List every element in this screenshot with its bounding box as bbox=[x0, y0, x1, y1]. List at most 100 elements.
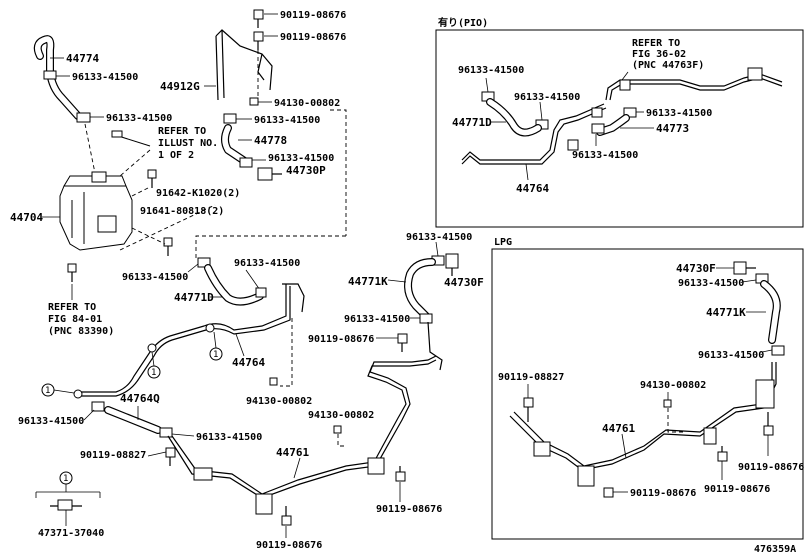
svg-text:1: 1 bbox=[45, 386, 50, 396]
reservoir-tank bbox=[59, 171, 133, 251]
ref-illust-2: ILLUST NO. bbox=[158, 138, 218, 149]
part-label: 90119-08676 bbox=[280, 32, 346, 43]
bolt-lower-1 bbox=[281, 506, 292, 526]
part-label: 96133-41500 bbox=[698, 350, 764, 361]
clip-47371 bbox=[50, 499, 82, 511]
lpg-hose-44771k bbox=[760, 280, 781, 344]
hose-44764q bbox=[104, 406, 162, 434]
svg-text:1: 1 bbox=[63, 474, 68, 484]
pio-inset-frame bbox=[435, 29, 804, 228]
lpg-bolt-90119-c bbox=[717, 446, 728, 462]
bolt-91641 bbox=[163, 237, 173, 256]
pio-ref-2: FIG 36-02 bbox=[632, 49, 686, 60]
clamp-upper-left bbox=[43, 70, 57, 80]
clamp-96133-e bbox=[197, 257, 211, 268]
part-label: 44912G bbox=[160, 80, 200, 93]
clamp-44778 bbox=[223, 113, 237, 124]
lpg-inset-label: LPG bbox=[494, 237, 512, 248]
bracket-main-1 bbox=[193, 467, 213, 481]
part-label: 91641-80818(2) bbox=[140, 206, 224, 217]
part-label: 96133-41500 bbox=[344, 314, 410, 325]
part-label: 44764 bbox=[516, 182, 549, 195]
clamp-96133-h bbox=[159, 427, 173, 438]
part-label: 44704 bbox=[10, 211, 43, 224]
bolt-90119-m1 bbox=[397, 333, 408, 352]
callout-1-b: 1 bbox=[209, 331, 223, 361]
pio-clamp-b bbox=[623, 107, 637, 118]
part-label: 91642-K1020(2) bbox=[156, 188, 240, 199]
part-label: 44771K bbox=[706, 306, 746, 319]
part-label: 96133-41500 bbox=[458, 65, 524, 76]
part-label: 44774 bbox=[66, 52, 99, 65]
part-label: 90119-08676 bbox=[280, 10, 346, 21]
part-label: 44764 bbox=[232, 356, 265, 369]
hose-44771d-main bbox=[204, 264, 264, 306]
lpg-inset-frame bbox=[491, 248, 804, 540]
ref-fig84-3: (PNC 83390) bbox=[48, 326, 114, 337]
part-label: 44761 bbox=[276, 446, 309, 459]
bolt-top-2 bbox=[253, 31, 264, 50]
clamp-96133-d bbox=[239, 157, 253, 168]
pipe-44764 bbox=[78, 283, 305, 397]
clamp-96133-g bbox=[91, 401, 105, 412]
pio-hose-44773 bbox=[596, 114, 630, 136]
bolt-tank-bottom bbox=[67, 263, 77, 282]
part-label: 44771K bbox=[348, 275, 388, 288]
part-label: 90119-08676 bbox=[738, 462, 804, 473]
part-label: 90119-08676 bbox=[376, 504, 442, 515]
ref-fig84-1: REFER TO bbox=[48, 302, 96, 313]
svg-text:1: 1 bbox=[151, 368, 156, 378]
hose-44771k-main bbox=[404, 258, 436, 322]
part-label: 94130-00802 bbox=[246, 396, 312, 407]
bolt-lower-2 bbox=[395, 466, 406, 482]
lpg-bolt-90119-a bbox=[523, 397, 534, 422]
pio-inset-label: 有り(PIO) bbox=[438, 16, 488, 29]
clamp-96133-j bbox=[419, 313, 433, 324]
lpg-bolt-90119-d bbox=[763, 412, 774, 436]
part-label: 90119-08827 bbox=[498, 372, 564, 383]
bracket-main-2 bbox=[255, 493, 273, 515]
part-label: 47371-37040 bbox=[38, 528, 104, 539]
part-label: 96133-41500 bbox=[678, 278, 744, 289]
lpg-bolt-90119-b bbox=[603, 487, 614, 498]
part-label: 96133-41500 bbox=[234, 258, 300, 269]
part-label: 90119-08676 bbox=[630, 488, 696, 499]
part-label: 44730F bbox=[676, 262, 716, 275]
svg-text:1: 1 bbox=[213, 350, 218, 360]
pio-hose-44771d bbox=[486, 98, 542, 137]
bolt-90119-08827 bbox=[165, 447, 176, 466]
bracket-center-right bbox=[427, 321, 443, 371]
hose-44778 bbox=[221, 124, 250, 166]
bolt-91642 bbox=[147, 169, 157, 188]
ref-illust-1: REFER TO bbox=[158, 126, 206, 137]
part-label: 90119-08676 bbox=[256, 540, 322, 551]
part-label: 94130-00802 bbox=[274, 98, 340, 109]
hose-44774 bbox=[33, 35, 82, 120]
pipe-44761 bbox=[167, 355, 437, 499]
lpg-clip-94130 bbox=[663, 399, 672, 408]
part-label: 44730P bbox=[286, 164, 326, 177]
part-label: 94130-00802 bbox=[308, 410, 374, 421]
part-label: 96133-41500 bbox=[572, 150, 638, 161]
part-label: 90119-08676 bbox=[308, 334, 374, 345]
clip-94130-b bbox=[269, 377, 278, 386]
clip-94130-c bbox=[333, 425, 342, 434]
ref-fig84-2: FIG 84-01 bbox=[48, 314, 102, 325]
bracket-main-3 bbox=[367, 457, 385, 475]
part-label: 44771D bbox=[452, 116, 492, 129]
pio-ref-1: REFER TO bbox=[632, 38, 680, 49]
part-label: 96133-41500 bbox=[18, 416, 84, 427]
callout-1-a: 1 bbox=[41, 383, 75, 397]
bracket-44912g bbox=[215, 29, 273, 101]
part-label: 90119-08676 bbox=[704, 484, 770, 495]
valve-44730p bbox=[257, 167, 282, 181]
clip-94130-a bbox=[249, 97, 259, 106]
clamp-upper-left-2 bbox=[76, 112, 91, 123]
ref-illust-3: 1 OF 2 bbox=[158, 150, 194, 161]
part-label: 94130-00802 bbox=[640, 380, 706, 391]
part-label: 44771D bbox=[174, 291, 214, 304]
part-label: 96133-41500 bbox=[254, 115, 320, 126]
part-label: 44761 bbox=[602, 422, 635, 435]
callout-1-legend: 1 bbox=[35, 471, 101, 498]
callout-1-c: 1 bbox=[147, 351, 161, 379]
